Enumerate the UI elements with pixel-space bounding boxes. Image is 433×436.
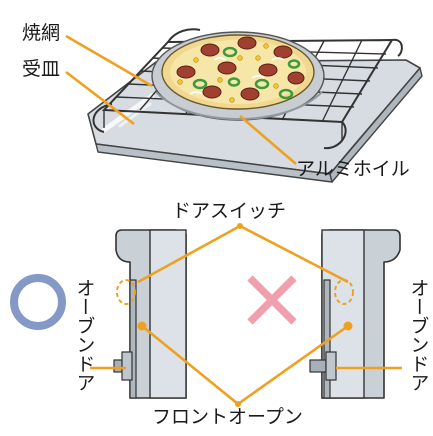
- label-front-open: フロントオープン: [152, 406, 303, 428]
- oven-right: [309, 229, 401, 399]
- dots: [137, 223, 353, 407]
- label-grill-rack: 焼網: [22, 22, 61, 44]
- ng-cross-icon: [247, 275, 297, 325]
- label-oven-door-right: オーブンドア: [407, 278, 430, 392]
- ok-circle-icon: [10, 274, 66, 330]
- label-oven-door-left: オーブンドア: [73, 278, 96, 392]
- top-leader-lines: [65, 34, 297, 165]
- label-aluminum-foil: アルミホイル: [296, 158, 410, 180]
- label-door-switch: ドアスイッチ: [172, 200, 287, 222]
- label-drip-tray: 受皿: [22, 58, 61, 80]
- oven-left: [113, 229, 187, 399]
- pizza: [161, 34, 315, 110]
- door-switch-marker-left: [116, 279, 136, 305]
